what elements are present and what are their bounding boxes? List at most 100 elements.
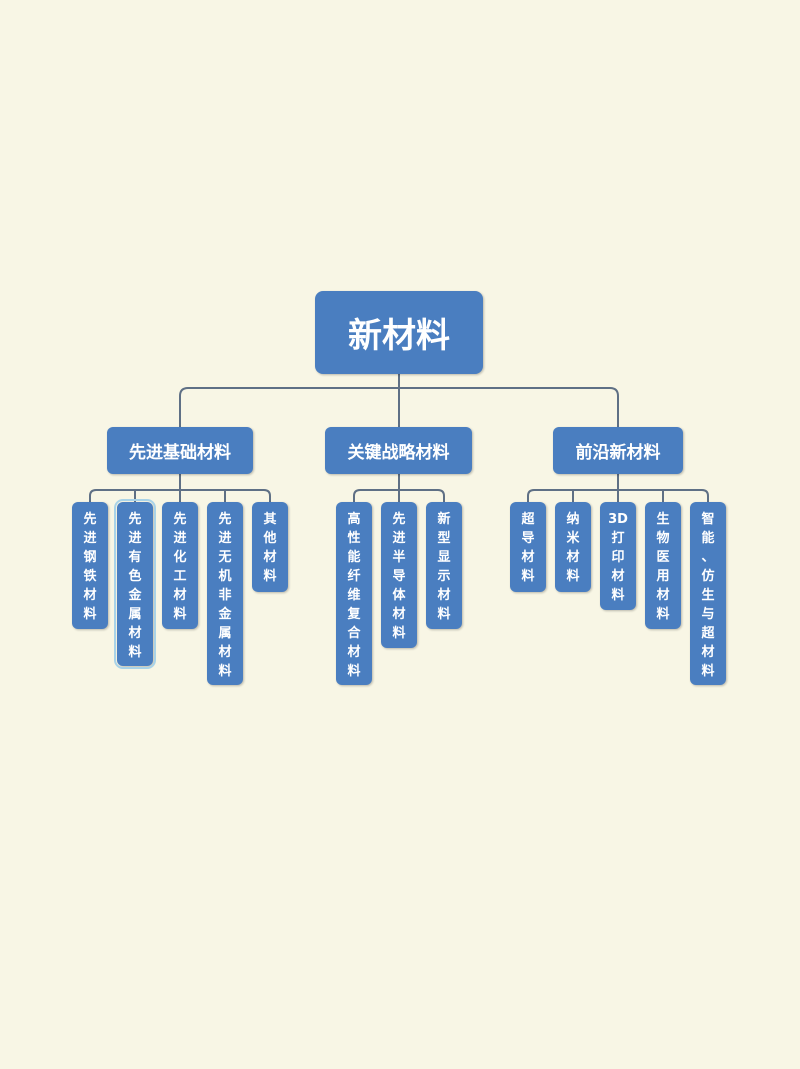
- leaf-char: 印: [611, 550, 625, 565]
- leaf-char: 型: [437, 531, 451, 546]
- leaf-char: 智: [701, 512, 715, 527]
- leaf-char: 工: [173, 569, 187, 584]
- leaf-char: 显: [437, 550, 451, 565]
- leaf-char: 钢: [83, 550, 97, 565]
- leaf-char: 能: [701, 531, 715, 546]
- leaf-char: 金: [128, 588, 142, 603]
- leaf-char: 导: [392, 569, 406, 584]
- leaf-char: 用: [656, 569, 670, 584]
- leaf-char: 3D: [608, 512, 628, 527]
- leaf-char: 机: [218, 569, 232, 584]
- leaf-char: 打: [611, 531, 625, 546]
- leaf-char: 有: [128, 550, 142, 565]
- leaf-char: 化: [173, 550, 187, 565]
- leaf-char: 先: [83, 512, 97, 527]
- leaf-char: 导: [521, 531, 535, 546]
- leaf-char: 材: [437, 588, 451, 603]
- leaf-char: 医: [656, 550, 670, 565]
- leaf-char: 料: [437, 607, 451, 622]
- leaf-char: 进: [128, 531, 142, 546]
- leaf-char: 仿: [701, 569, 715, 584]
- leaf-char: 料: [392, 626, 406, 641]
- leaf-node: 先进钢铁材料: [72, 502, 108, 629]
- leaf-char: 料: [218, 664, 232, 679]
- leaf-char: 性: [347, 531, 361, 546]
- leaf-char: 生: [656, 512, 670, 527]
- leaf-node: 先进无机非金属材料: [207, 502, 243, 685]
- leaf-char: 材: [347, 645, 361, 660]
- leaf-char: 料: [521, 569, 535, 584]
- leaf-char: 料: [656, 607, 670, 622]
- leaf-node: 超导材料: [510, 502, 546, 592]
- leaf-char: 料: [611, 588, 625, 603]
- leaf-char: 料: [566, 569, 580, 584]
- leaf-char: 半: [392, 550, 406, 565]
- root-node: 新材料: [315, 291, 483, 374]
- leaf-char: 高: [347, 512, 361, 527]
- leaf-char: 材: [701, 645, 715, 660]
- leaf-char: 先: [173, 512, 187, 527]
- leaf-char: 属: [128, 607, 142, 622]
- leaf-char: 超: [521, 512, 535, 527]
- leaf-char: 材: [83, 588, 97, 603]
- category-advanced-basic: 先进基础材料: [107, 427, 253, 474]
- leaf-char: 金: [218, 607, 232, 622]
- leaf-char: 其: [263, 512, 277, 527]
- leaf-char: 进: [173, 531, 187, 546]
- leaf-char: 先: [392, 512, 406, 527]
- leaf-char: 材: [566, 550, 580, 565]
- leaf-node: 3D 打印材料: [600, 502, 636, 610]
- leaf-char: 材: [392, 607, 406, 622]
- leaf-char: 生: [701, 588, 715, 603]
- leaf-node: 先进半导体材料: [381, 502, 417, 648]
- leaf-char: 料: [128, 645, 142, 660]
- leaf-char: 纤: [347, 569, 361, 584]
- leaf-char: 材: [263, 550, 277, 565]
- leaf-char: 物: [656, 531, 670, 546]
- leaf-char: 属: [218, 626, 232, 641]
- leaf-char: 料: [263, 569, 277, 584]
- leaf-char: 体: [392, 588, 406, 603]
- leaf-char: 新: [437, 512, 451, 527]
- leaf-char: 与: [701, 607, 715, 622]
- leaf-char: 先: [218, 512, 232, 527]
- leaf-node: 新型显示材料: [426, 502, 462, 629]
- leaf-char: 色: [128, 569, 142, 584]
- leaf-char: 料: [83, 607, 97, 622]
- leaf-char: 进: [392, 531, 406, 546]
- leaf-node: 先进化工材料: [162, 502, 198, 629]
- leaf-node: 纳米材料: [555, 502, 591, 592]
- leaf-char: 先: [128, 512, 142, 527]
- leaf-node: 其他材料: [252, 502, 288, 592]
- leaf-char: 铁: [83, 569, 97, 584]
- leaf-char: 材: [128, 626, 142, 641]
- leaf-char: 材: [173, 588, 187, 603]
- leaf-char: 能: [347, 550, 361, 565]
- leaf-char: 、: [701, 550, 715, 565]
- leaf-char: 料: [173, 607, 187, 622]
- leaf-char: 材: [521, 550, 535, 565]
- leaf-char: 无: [218, 550, 232, 565]
- leaf-char: 材: [611, 569, 625, 584]
- leaf-char: 料: [701, 664, 715, 679]
- leaf-char: 材: [218, 645, 232, 660]
- leaf-char: 进: [83, 531, 97, 546]
- leaf-node: 先进有色金属材料: [114, 499, 156, 669]
- leaf-char: 进: [218, 531, 232, 546]
- leaf-char: 他: [263, 531, 277, 546]
- leaf-char: 材: [656, 588, 670, 603]
- leaf-char: 示: [437, 569, 451, 584]
- leaf-char: 超: [701, 626, 715, 641]
- leaf-char: 非: [218, 588, 232, 603]
- category-key-strategic: 关键战略材料: [325, 427, 472, 474]
- category-frontier: 前沿新材料: [553, 427, 683, 474]
- leaf-char: 合: [347, 626, 361, 641]
- leaf-node: 生物医用材料: [645, 502, 681, 629]
- leaf-char: 复: [347, 607, 361, 622]
- leaf-char: 米: [566, 531, 580, 546]
- leaf-node: 智能、仿生与超材料: [690, 502, 726, 685]
- leaf-char: 纳: [566, 512, 580, 527]
- leaf-char: 维: [347, 588, 361, 603]
- leaf-char: 料: [347, 664, 361, 679]
